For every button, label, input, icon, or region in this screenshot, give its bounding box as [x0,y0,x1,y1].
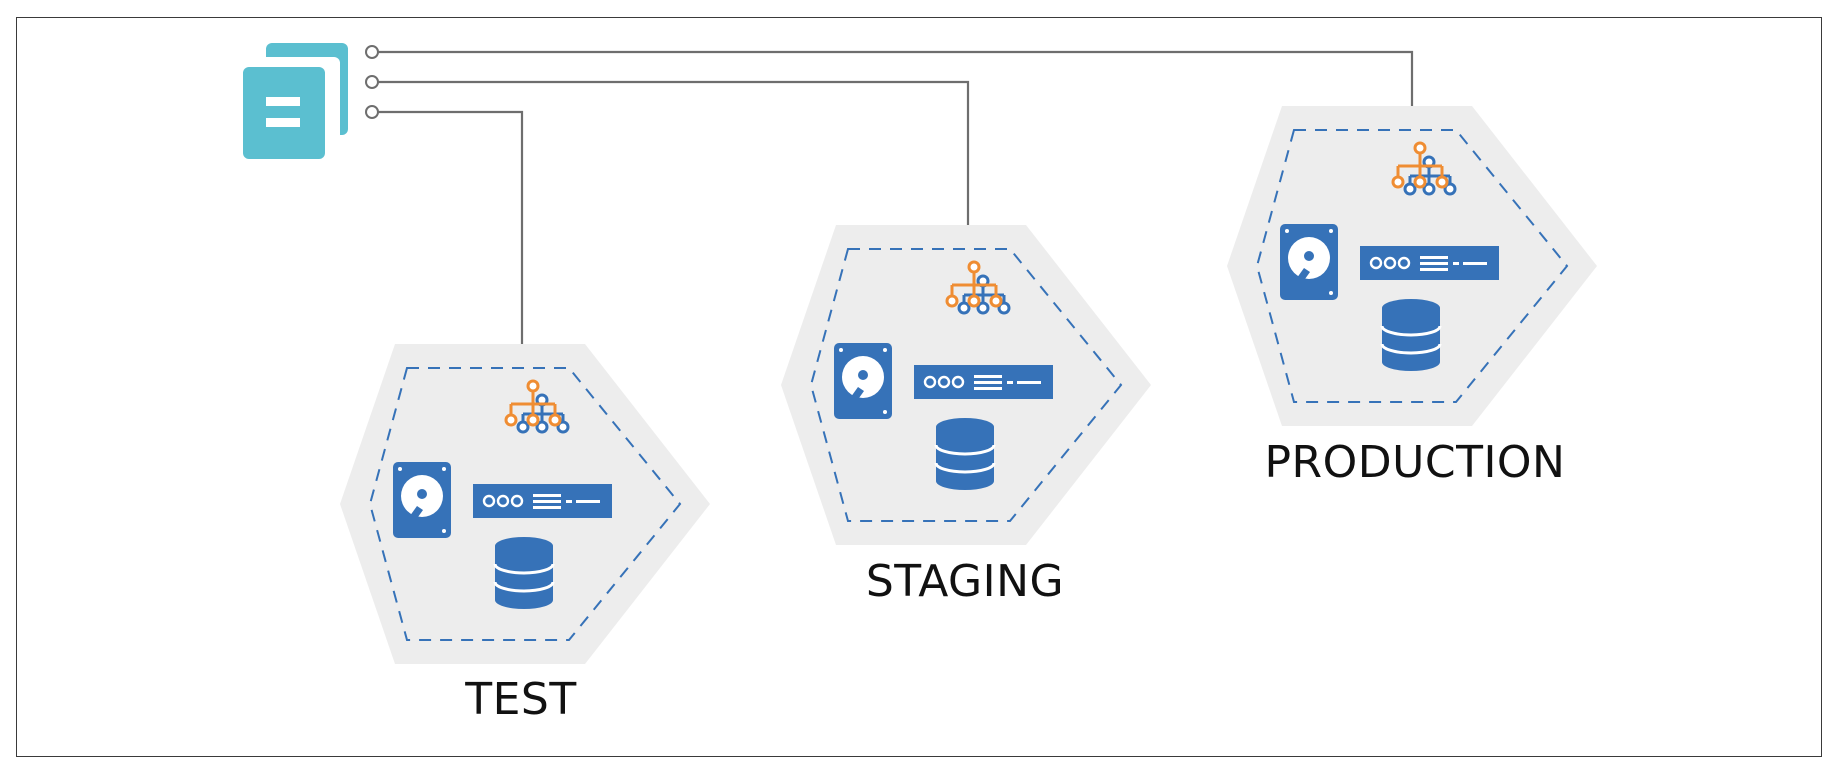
output-port [365,45,379,59]
env-production-hexagon [1225,104,1599,428]
output-port [365,75,379,89]
diagram-frame [16,17,1822,757]
connectors [378,50,1414,368]
output-port [365,105,379,119]
env-staging-hexagon [779,223,1153,547]
connector-staging [378,80,970,250]
connector-production [378,50,1414,130]
connector-test [378,110,524,368]
env-test-hexagon [338,342,712,666]
source-output-ports [365,45,379,119]
document-copy-icon [243,43,348,159]
